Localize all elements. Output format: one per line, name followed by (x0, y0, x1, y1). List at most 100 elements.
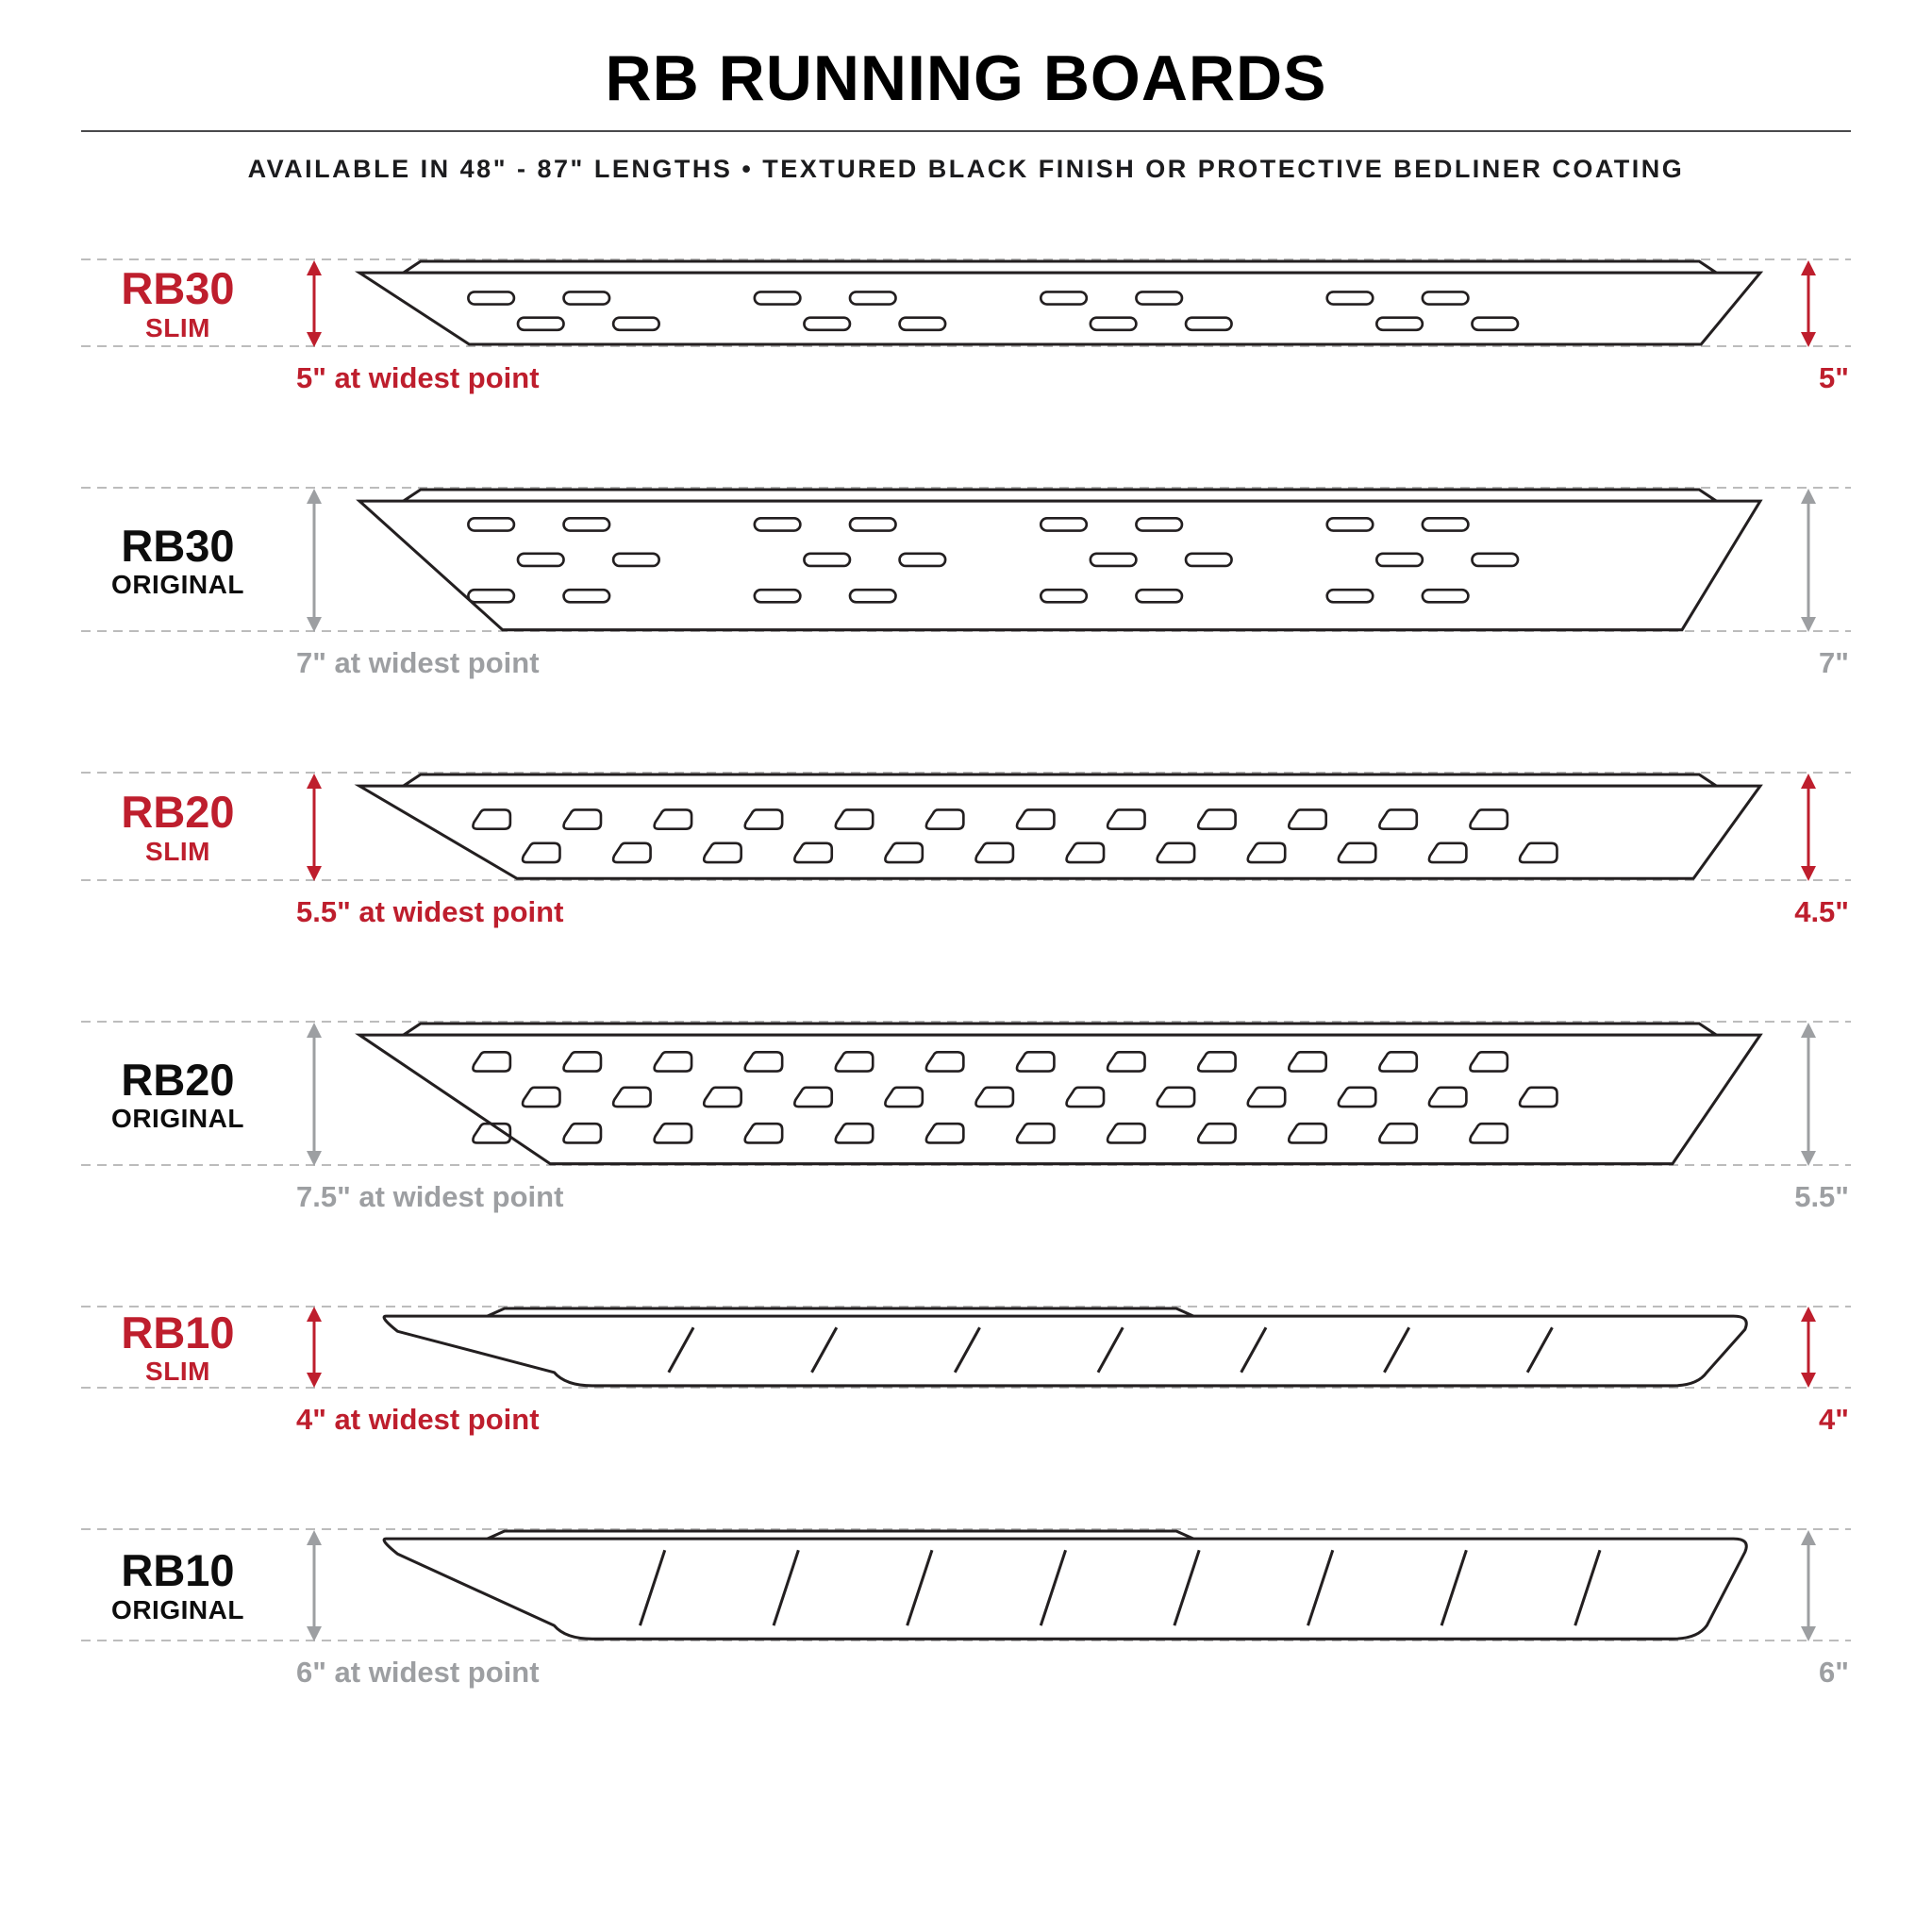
running-board-drawing (356, 488, 1763, 632)
right-arrow-cell (1766, 1307, 1851, 1389)
right-height-label: 6" (1819, 1656, 1849, 1689)
running-board-drawing (382, 1529, 1748, 1641)
widest-point-label: 6" at widest point (296, 1656, 540, 1689)
left-arrow-cell (275, 1022, 354, 1167)
widest-point-label: 4" at widest point (296, 1403, 540, 1436)
height-dimension-arrow-right (1801, 259, 1816, 347)
caption-row: 5" at widest point 5" (81, 346, 1851, 395)
widest-point-label: 5" at widest point (296, 361, 540, 394)
right-height-label: 5.5" (1794, 1180, 1849, 1213)
board-row: RB30 SLIM 5" at widest point 5" (81, 258, 1851, 395)
board-zone: RB10 SLIM (81, 1306, 1851, 1389)
right-height-label: 4.5" (1794, 895, 1849, 928)
running-board-drawing (354, 259, 1764, 346)
widest-point-label: 7.5" at widest point (296, 1180, 564, 1213)
right-arrow-cell (1766, 259, 1851, 347)
caption-row: 4" at widest point 4" (81, 1388, 1851, 1437)
left-arrow-cell (275, 1307, 354, 1389)
board-rows: RB30 SLIM 5" at widest point 5" (81, 258, 1851, 1690)
model-variant: ORIGINAL (111, 569, 244, 599)
right-arrow-cell (1766, 1529, 1851, 1641)
height-dimension-arrow-right (1801, 1022, 1816, 1166)
model-label: RB10 ORIGINAL (81, 1547, 275, 1624)
board-cell (354, 1022, 1766, 1167)
board-row: RB10 SLIM 4" at widest point 4" (81, 1306, 1851, 1437)
board-cell (354, 1307, 1766, 1389)
subtitle: AVAILABLE IN 48" - 87" LENGTHS • TEXTURE… (247, 155, 1685, 183)
left-arrow-cell (275, 259, 354, 347)
dashed-guide-top (81, 1528, 1851, 1530)
page-header: RB RUNNING BOARDS AVAILABLE IN 48" - 87"… (81, 42, 1851, 184)
height-dimension-arrow-right (1801, 1529, 1816, 1641)
right-arrow-cell (1766, 488, 1851, 633)
model-name: RB10 (121, 1307, 235, 1358)
caption-row: 7" at widest point 7" (81, 631, 1851, 680)
page-title: RB RUNNING BOARDS (605, 42, 1327, 114)
dashed-guide-top (81, 772, 1851, 774)
model-name: RB20 (121, 1054, 235, 1105)
caption-row: 6" at widest point 6" (81, 1641, 1851, 1690)
caption-row: 7.5" at widest point 5.5" (81, 1165, 1851, 1214)
widest-point-label: 7" at widest point (296, 646, 540, 679)
height-dimension-arrow-left (307, 259, 322, 347)
caption-row: 5.5" at widest point 4.5" (81, 880, 1851, 929)
running-board-drawing (354, 773, 1763, 880)
board-row: RB10 ORIGINAL 6" at widest point 6" (81, 1528, 1851, 1690)
right-arrow-cell (1766, 773, 1851, 881)
board-cell (354, 773, 1766, 881)
board-row: RB30 ORIGINAL 7" at widest point 7" (81, 487, 1851, 680)
dashed-guide-top (81, 258, 1851, 260)
height-dimension-arrow-left (307, 1307, 322, 1389)
model-variant: SLIM (145, 836, 210, 866)
left-arrow-cell (275, 773, 354, 881)
model-label: RB10 SLIM (81, 1309, 275, 1386)
model-variant: SLIM (145, 1357, 210, 1387)
model-name: RB20 (121, 787, 235, 838)
model-name: RB10 (121, 1545, 235, 1596)
dashed-guide-top (81, 1021, 1851, 1023)
dashed-guide-bottom (81, 1387, 1851, 1389)
title-divider (81, 130, 1851, 132)
model-variant: ORIGINAL (111, 1594, 244, 1624)
right-height-label: 5" (1819, 361, 1849, 394)
dashed-guide-bottom (81, 1640, 1851, 1641)
diagram-page: RB RUNNING BOARDS AVAILABLE IN 48" - 87"… (81, 42, 1851, 1690)
height-dimension-arrow-left (307, 488, 322, 632)
model-label: RB20 SLIM (81, 789, 275, 865)
model-name: RB30 (121, 263, 235, 314)
running-board-drawing (382, 1307, 1748, 1388)
board-zone: RB30 ORIGINAL (81, 487, 1851, 633)
height-dimension-arrow-left (307, 1022, 322, 1166)
height-dimension-arrow-left (307, 773, 322, 881)
board-zone: RB20 SLIM (81, 772, 1851, 881)
running-board-drawing (355, 1022, 1763, 1166)
model-name: RB30 (121, 520, 235, 571)
board-cell (354, 1529, 1766, 1641)
height-dimension-arrow-right (1801, 488, 1816, 632)
dashed-guide-bottom (81, 879, 1851, 881)
left-arrow-cell (275, 488, 354, 633)
right-height-label: 4" (1819, 1403, 1849, 1436)
right-arrow-cell (1766, 1022, 1851, 1167)
board-cell (354, 488, 1766, 633)
widest-point-label: 5.5" at widest point (296, 895, 564, 928)
dashed-guide-top (81, 1306, 1851, 1307)
model-label: RB20 ORIGINAL (81, 1054, 275, 1133)
board-zone: RB30 SLIM (81, 258, 1851, 347)
height-dimension-arrow-left (307, 1529, 322, 1641)
model-variant: ORIGINAL (111, 1103, 244, 1133)
model-label: RB30 SLIM (81, 265, 275, 341)
board-zone: RB20 ORIGINAL (81, 1021, 1851, 1167)
board-cell (354, 259, 1766, 347)
dashed-guide-bottom (81, 345, 1851, 347)
height-dimension-arrow-right (1801, 773, 1816, 881)
left-arrow-cell (275, 1529, 354, 1641)
board-row: RB20 SLIM 5.5" at widest point 4.5" (81, 772, 1851, 929)
board-zone: RB10 ORIGINAL (81, 1528, 1851, 1641)
model-variant: SLIM (145, 312, 210, 342)
height-dimension-arrow-right (1801, 1307, 1816, 1389)
dashed-guide-top (81, 487, 1851, 489)
board-row: RB20 ORIGINAL 7.5" at widest point 5.5" (81, 1021, 1851, 1214)
model-label: RB30 ORIGINAL (81, 520, 275, 599)
right-height-label: 7" (1819, 646, 1849, 679)
